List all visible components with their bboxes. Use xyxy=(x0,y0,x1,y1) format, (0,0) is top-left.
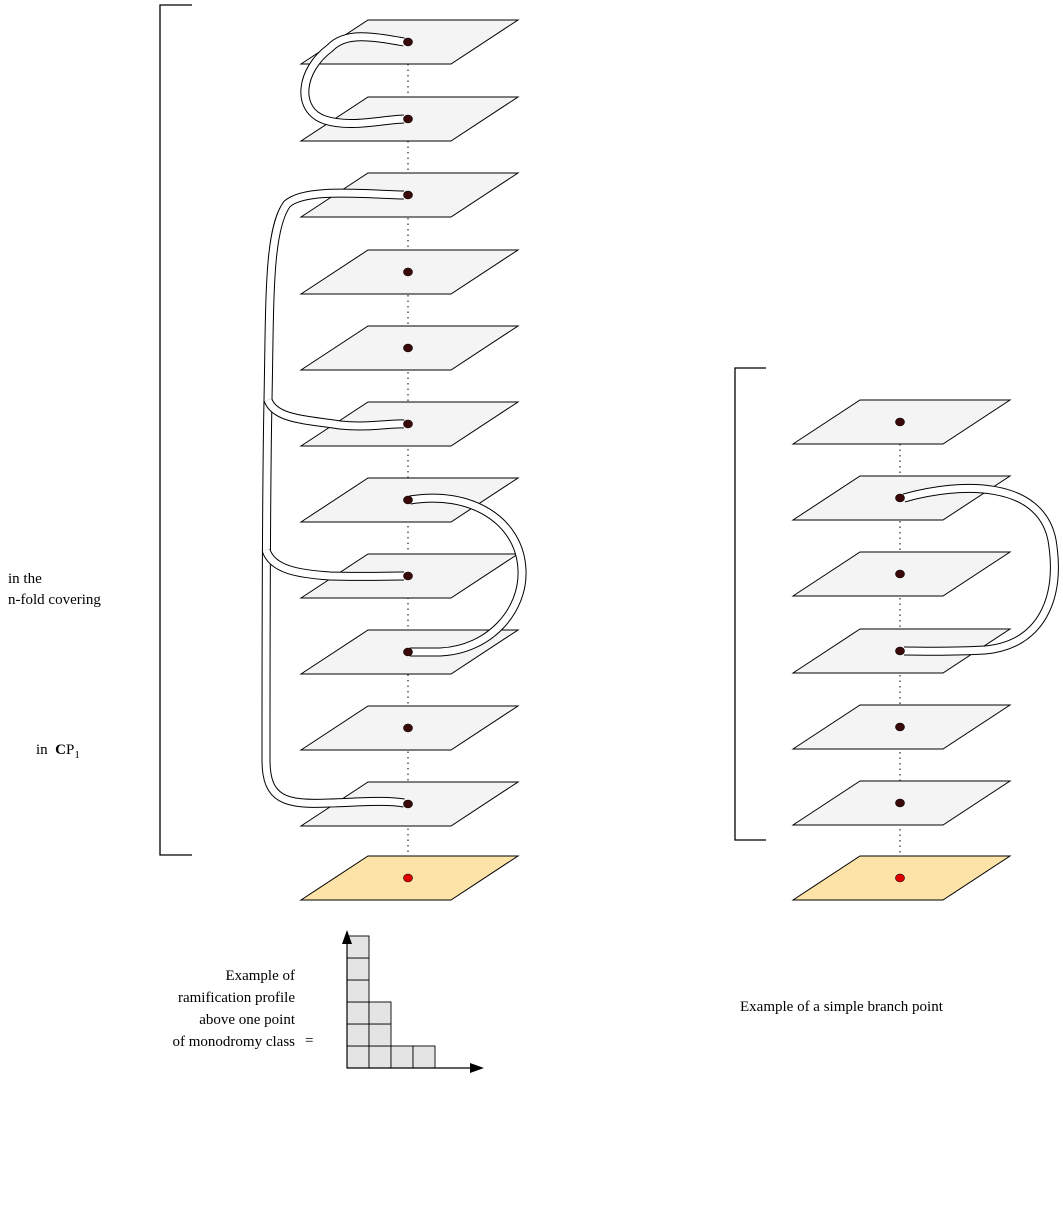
right-fiber-point xyxy=(895,569,905,579)
tube-branch-576-inner xyxy=(262,548,405,580)
cp1-p: P xyxy=(66,742,75,758)
points-layer xyxy=(403,37,905,883)
sheets-layer xyxy=(299,19,1012,901)
profile-x-arrow xyxy=(470,1063,484,1073)
right-fiber-point xyxy=(895,722,905,732)
tube-simple-branch-inner xyxy=(903,484,1058,655)
left-fiber-point xyxy=(403,267,413,277)
profile-cell xyxy=(346,957,370,981)
right-fiber-point xyxy=(895,493,905,503)
left-fiber-point xyxy=(403,37,413,47)
tube-branch-424-inner xyxy=(264,398,405,430)
cp1-bold-c: C xyxy=(55,742,67,758)
right-bracket xyxy=(734,367,766,841)
profile-cell xyxy=(412,1045,436,1069)
left-fiber-point xyxy=(403,114,413,124)
profile-cell xyxy=(346,1001,370,1025)
covering-label-line1: in the xyxy=(8,571,42,587)
left-fiber-point xyxy=(403,419,413,429)
equals-sign: = xyxy=(305,1033,314,1049)
profile-cell xyxy=(368,1023,392,1047)
covering-label: in the n-fold covering xyxy=(8,569,101,611)
profile-caption: Example of ramification profile above on… xyxy=(100,965,295,1053)
right-fiber-point xyxy=(895,798,905,808)
left-fiber-point xyxy=(403,647,413,657)
cp1-prefix: in xyxy=(36,742,48,758)
covering-label-line2: n-fold covering xyxy=(8,592,101,608)
left-fiber-point xyxy=(403,799,413,809)
left-fiber-point xyxy=(403,723,413,733)
left-fiber-point xyxy=(403,190,413,200)
profile-cell xyxy=(346,1045,370,1069)
profile-cell xyxy=(346,1023,370,1047)
profile-cell xyxy=(390,1045,414,1069)
profile-cell xyxy=(346,979,370,1003)
profile-cell xyxy=(368,1001,392,1025)
right-base-point xyxy=(895,873,905,883)
right-fiber-point xyxy=(895,417,905,427)
cp1-label: in CP1 xyxy=(36,740,80,766)
left-fiber-point xyxy=(403,495,413,505)
profile-caption-line3: above one point xyxy=(199,1012,295,1028)
right-fiber-point xyxy=(895,646,905,656)
profile-y-arrow xyxy=(342,930,352,944)
tube-cycle-right-inner xyxy=(409,494,526,656)
ramification-profile-chart xyxy=(342,930,484,1073)
tubes-layer xyxy=(261,32,1059,808)
profile-cell xyxy=(368,1045,392,1069)
tube-cycle-top-inner xyxy=(301,33,405,128)
profile-caption-line4: of monodromy class xyxy=(172,1034,295,1050)
simple-branch-caption: Example of a simple branch point xyxy=(740,999,943,1015)
cp1-subscript: 1 xyxy=(74,749,80,761)
tube-trunk-long-inner xyxy=(262,189,405,807)
profile-caption-line1: Example of xyxy=(225,968,295,984)
profile-caption-line2: ramification profile xyxy=(177,990,295,1006)
left-fiber-point xyxy=(403,343,413,353)
left-bracket xyxy=(159,4,192,856)
left-fiber-point xyxy=(403,571,413,581)
left-base-point xyxy=(403,873,413,883)
